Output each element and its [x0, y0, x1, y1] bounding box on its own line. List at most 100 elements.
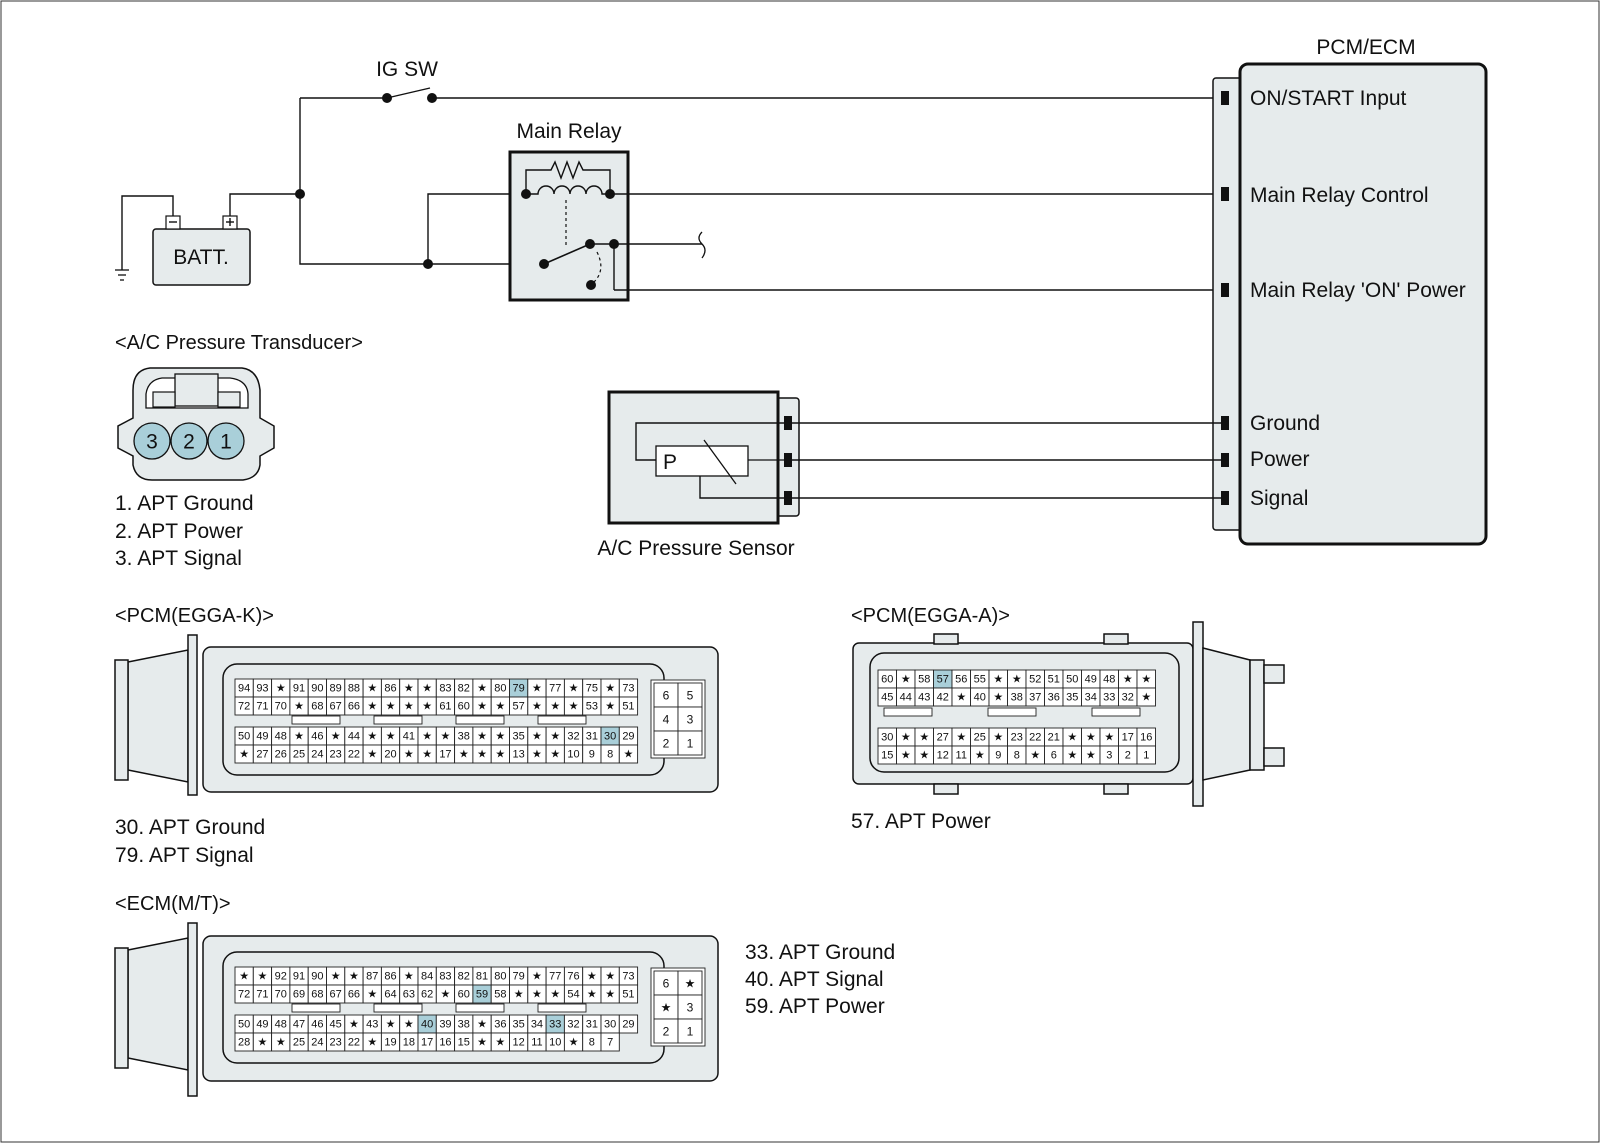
pcm-ecm-title: PCM/ECM [1316, 36, 1415, 59]
pin-number: 1 [687, 1025, 694, 1039]
pin-number: ★ [404, 971, 414, 983]
pin-number: 13 [513, 749, 525, 761]
pin-number: 31 [586, 731, 598, 743]
pin-number: 89 [330, 683, 342, 695]
pin-number: 81 [476, 971, 488, 983]
pin-number: ★ [367, 989, 377, 1001]
pin-number: 16 [1140, 732, 1152, 744]
pin-number: 75 [586, 683, 598, 695]
pin-number: 37 [1029, 692, 1041, 704]
pin-number: 22 [1029, 732, 1041, 744]
pin-cell [677, 1018, 703, 1044]
egga-a-title: <PCM(EGGA-A)> [851, 605, 1010, 627]
pin-number: ★ [239, 971, 249, 983]
pin-number: 51 [622, 701, 634, 713]
pin-number: 25 [293, 1037, 305, 1049]
pin-number: ★ [367, 731, 377, 743]
pin-number: 79 [513, 971, 525, 983]
pin-power: Power [1250, 448, 1310, 471]
pin-number: 68 [311, 989, 323, 1001]
pin-number: 7 [607, 1037, 613, 1049]
svg-text:1: 1 [220, 431, 232, 454]
pin-number: 57 [937, 674, 949, 686]
pin-number: 33 [549, 1019, 561, 1031]
pin-number: 17 [421, 1037, 433, 1049]
pin-number: 69 [293, 989, 305, 1001]
pin-number: 83 [439, 683, 451, 695]
pin-number: 1 [1143, 750, 1149, 762]
transducer-title: <A/C Pressure Transducer> [115, 332, 363, 354]
key-slot [537, 1003, 587, 1013]
pin-number: ★ [404, 749, 414, 761]
pin-number: 12 [513, 1037, 525, 1049]
pin-number: ★ [422, 701, 432, 713]
pin-number: ★ [993, 674, 1003, 686]
pin-cell [618, 696, 639, 716]
pin-number: 82 [458, 683, 470, 695]
pin-number: 19 [384, 1037, 396, 1049]
pin-number: 29 [622, 731, 634, 743]
pin-number: 54 [567, 989, 579, 1001]
ground-symbol [115, 195, 174, 281]
pin-cell [677, 682, 703, 708]
battery-label: BATT. [173, 246, 229, 269]
pin-cell [677, 994, 703, 1020]
pin-number: ★ [294, 701, 304, 713]
pin-number: 87 [366, 971, 378, 983]
transducer-pin-3 [133, 422, 171, 460]
pin-number: 40 [421, 1019, 433, 1031]
pin-number: ★ [956, 692, 966, 704]
pin-number: 6 [1051, 750, 1057, 762]
pin-number: 73 [622, 683, 634, 695]
pin-number: 25 [293, 749, 305, 761]
pin-number: ★ [477, 1037, 487, 1049]
pin-cell [653, 706, 679, 732]
pin-number: ★ [349, 971, 359, 983]
pin-cell [600, 1032, 620, 1052]
main-relay-label: Main Relay [516, 120, 622, 143]
pin-number: 94 [238, 683, 250, 695]
key-slot [291, 715, 341, 725]
pin-number: 24 [311, 1037, 323, 1049]
pin-main-relay-on-power: Main Relay 'ON' Power [1250, 279, 1466, 302]
circuit-schematic: BATT. IG SW Main Relay [115, 36, 1488, 560]
egga-a-legend-1: 57. APT Power [851, 810, 991, 833]
pin-number: ★ [276, 683, 286, 695]
ecm-mt-legend-1: 33. APT Ground [745, 941, 895, 964]
pin-number: 44 [900, 692, 912, 704]
pin-number: 15 [881, 750, 893, 762]
pin-number: ★ [477, 749, 487, 761]
pin-number: 30 [881, 732, 893, 744]
pin-number: ★ [477, 683, 487, 695]
pin-number: ★ [276, 1037, 286, 1049]
pin-number: 34 [1085, 692, 1097, 704]
pin-number: ★ [569, 1037, 579, 1049]
sensor-symbol-p: P [663, 451, 677, 474]
pin-number: ★ [477, 1019, 487, 1031]
pin-number: ★ [367, 683, 377, 695]
key-slot [373, 715, 423, 725]
pin-number: ★ [239, 749, 249, 761]
transducer-legend-2: 2. APT Power [115, 520, 243, 543]
pin-number: ★ [386, 1019, 396, 1031]
pin-number: 76 [567, 971, 579, 983]
pin-number: 30 [604, 731, 616, 743]
pin-number: 2 [1125, 750, 1131, 762]
pin-number: ★ [550, 749, 560, 761]
pin-number: ★ [404, 701, 414, 713]
pin-number: ★ [495, 1037, 505, 1049]
pin-number: 9 [589, 749, 595, 761]
pin-number: 86 [384, 971, 396, 983]
pin-signal: Signal [1250, 487, 1308, 510]
pin-number: 50 [238, 731, 250, 743]
pin-number: 53 [586, 701, 598, 713]
key-slot [987, 707, 1037, 717]
pin-ground: Ground [1250, 412, 1320, 435]
transducer-pin-2 [170, 422, 208, 460]
pin-number: 41 [403, 731, 415, 743]
battery: BATT. [152, 215, 251, 286]
pin-number: 49 [256, 1019, 268, 1031]
pin-number: ★ [349, 1019, 359, 1031]
